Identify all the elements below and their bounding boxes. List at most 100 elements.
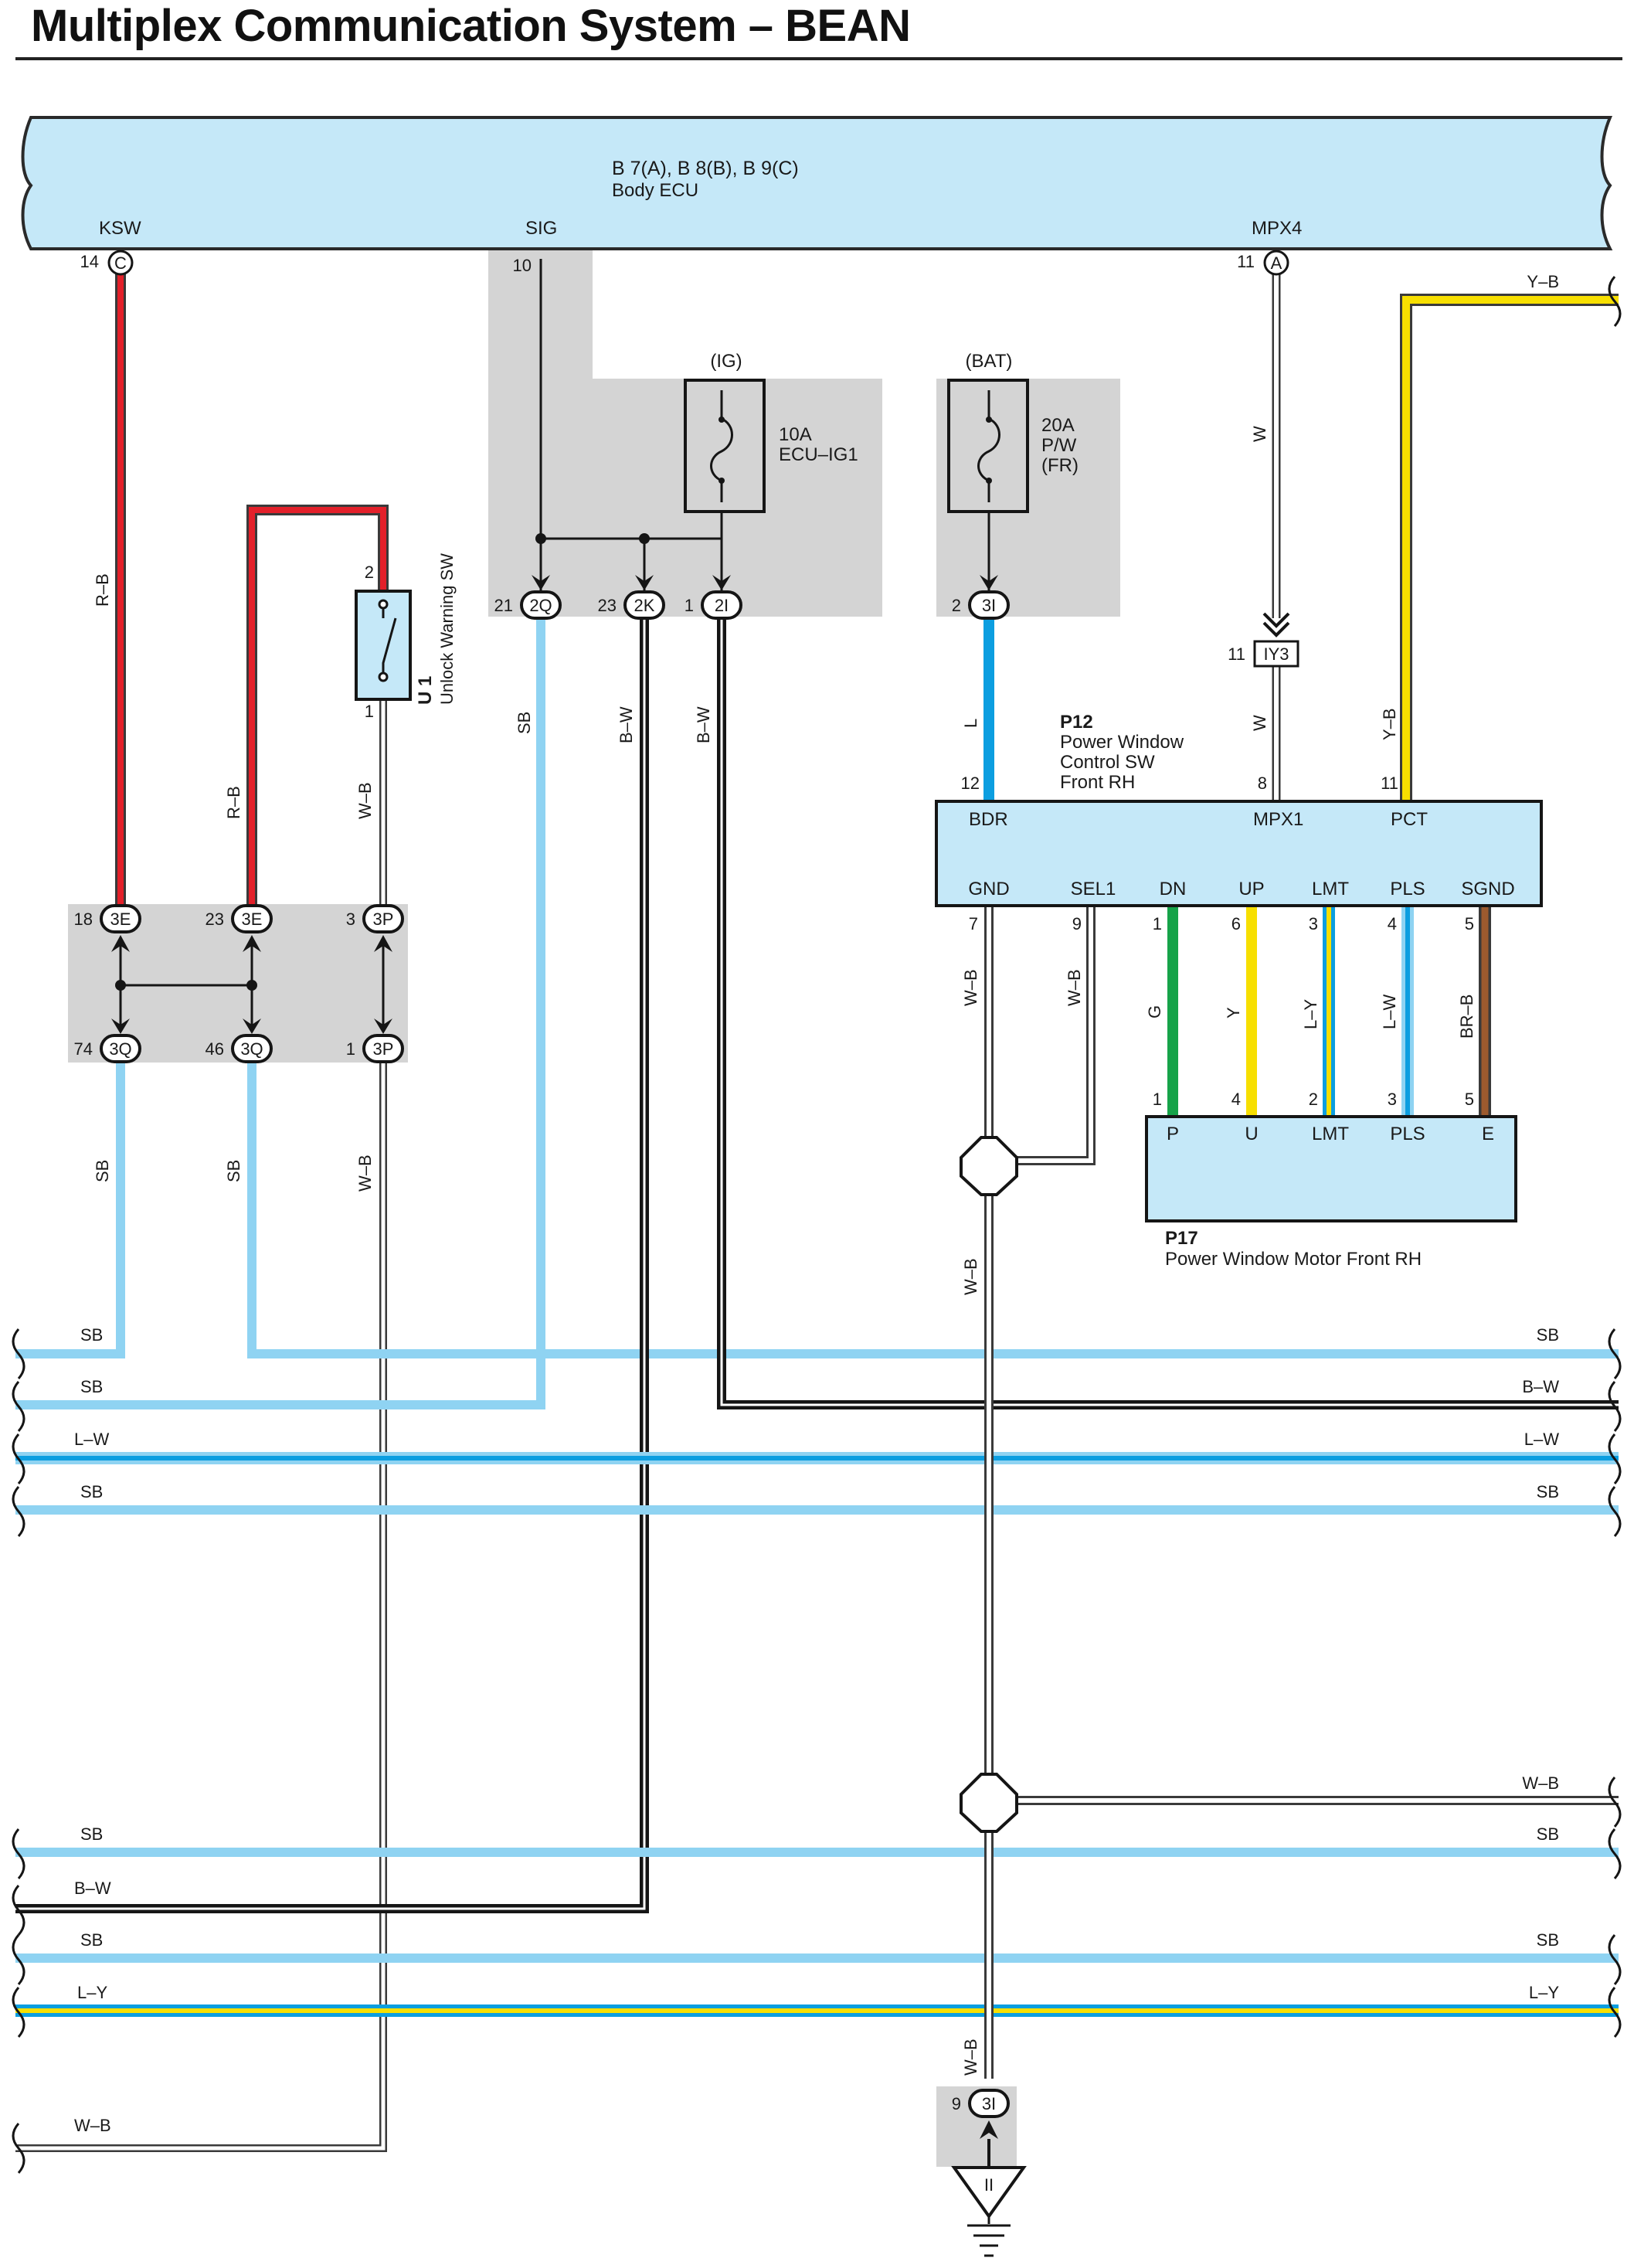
- p12-pin-bdr-label: BDR: [969, 809, 1008, 830]
- ecu-name: Body ECU: [612, 180, 698, 201]
- p12-pin-num: 8: [1258, 774, 1267, 793]
- ecu-banner: [21, 116, 1613, 250]
- inline-connector-icon: [1262, 612, 1290, 638]
- wire-break-icon: [12, 1328, 25, 1379]
- connector-3i-bot: [968, 2089, 1010, 2118]
- connector-arrow-icon: [111, 935, 130, 952]
- connector-2q: [520, 590, 562, 620]
- p12-pin-up-label: UP: [1238, 879, 1264, 899]
- p12-pin-num: 6: [1231, 914, 1241, 933]
- connector-3e-b: [231, 904, 273, 933]
- wire-y-b-pct: [1400, 294, 1619, 804]
- p12-pin-num: 11: [1381, 774, 1398, 793]
- connector-2k: [623, 590, 665, 620]
- wire-y-b-pct-core: [1402, 296, 1619, 804]
- junctions: [960, 1136, 1018, 1833]
- octagon-junction-lower: [960, 1773, 1018, 1833]
- p12-pin-num: 4: [1388, 914, 1397, 933]
- wire-break-icon: [1608, 1987, 1622, 2038]
- ecu-pin-ksw-num: 14: [80, 252, 99, 271]
- p12-pin-num: 12: [961, 774, 980, 793]
- wire-break-icon: [12, 2123, 25, 2174]
- p12-name-1: Power Window: [1060, 732, 1184, 753]
- wire-break-icon: [12, 1885, 25, 1936]
- wire-break-icon: [12, 1934, 25, 1985]
- wire-break-icon: [12, 1433, 25, 1484]
- fuse-bat: (BAT) 20A P/W (FR): [947, 351, 1079, 513]
- junction-dots: [115, 533, 650, 991]
- ecu-pin-ksw-conn: C: [114, 253, 127, 273]
- connector-2q-num: 21: [494, 596, 513, 615]
- switch-u1-id: U 1: [415, 676, 436, 705]
- p12-pin-lmt-label: LMT: [1312, 879, 1349, 899]
- connector-arrow-icon: [243, 935, 261, 952]
- connector-3q-a-code: 3Q: [109, 1039, 131, 1059]
- p12-pin-num: 9: [1072, 914, 1082, 933]
- edge-label-left: SB: [80, 1930, 103, 1950]
- fuse-ig-symbol: [710, 390, 733, 502]
- ecu-title: B 7(A), B 8(B), B 9(C): [612, 158, 799, 179]
- wire-r-b-switch: [246, 505, 389, 904]
- connector-3p-top-num: 3: [346, 910, 355, 929]
- p12-pin-num: 5: [1465, 914, 1474, 933]
- junction-dot: [246, 980, 257, 991]
- wire-label-r-b: R–B: [224, 786, 243, 819]
- p17-pin-p-label: P: [1167, 1124, 1179, 1144]
- fuse-bat-name-1: P/W: [1041, 435, 1077, 456]
- p12-pin-pct-label: PCT: [1391, 809, 1428, 830]
- p17-id: P17: [1165, 1228, 1198, 1249]
- connector-2k-num: 23: [598, 596, 617, 615]
- wires: [15, 259, 1619, 2152]
- edge-label-right: L–W: [1524, 1430, 1559, 1449]
- connector-arrow-icon: [374, 935, 392, 952]
- edge-label-left: SB: [80, 1824, 103, 1844]
- edge-label-left: L–W: [74, 1430, 109, 1449]
- wire-break-icon: [1608, 1777, 1622, 1828]
- fuse-ig-source: (IG): [710, 351, 742, 372]
- wire-label-r-b: R–B: [93, 573, 112, 607]
- edge-label-right: W–B: [1522, 1773, 1559, 1793]
- p12-pin-pls-label: PLS: [1390, 879, 1425, 899]
- fuse-ig: (IG) 10A ECU–IG1: [684, 351, 858, 513]
- vertical-wire-labels: R–B R–B W–B SB B–W B–W L W W Y–B W–B W–B…: [93, 426, 1476, 2076]
- unlock-warning-switch: 2 1 U 1 Unlock Warning SW: [355, 553, 457, 721]
- connector-3q-b-num: 46: [206, 1039, 224, 1059]
- fuse-bat-terminal: [986, 478, 992, 484]
- ground-icon: [967, 2216, 1011, 2257]
- connector-3i-bot-code: 3I: [982, 2094, 996, 2113]
- p17-box: [1145, 1115, 1517, 1222]
- p12-pin-dn-label: DN: [1160, 879, 1187, 899]
- connector-iy3: [1253, 640, 1299, 668]
- fuse-ig-rating: 10A: [779, 424, 812, 445]
- switch-symbol: [382, 608, 397, 673]
- edge-label-right: SB: [1537, 1824, 1559, 1844]
- wire-sb-2q: [15, 618, 545, 1409]
- wire-label-w-b: W–B: [961, 1258, 980, 1295]
- edge-label-right: SB: [1537, 1930, 1559, 1950]
- connector-3p-top: [362, 904, 404, 933]
- fuse-bat-name-2: (FR): [1041, 455, 1079, 476]
- wire-label-w-b: W–B: [961, 2038, 980, 2076]
- connector-3i-top-code: 3I: [982, 596, 996, 615]
- switch-u1-name: Unlock Warning SW: [437, 553, 457, 705]
- fuse-ig-name: ECU–IG1: [779, 444, 858, 465]
- p12-pin-sel1-label: SEL1: [1071, 879, 1116, 899]
- switch-u1-terminal: [378, 672, 389, 682]
- connector-3e-a-num: 18: [74, 910, 93, 929]
- wire-label-sb: SB: [93, 1160, 112, 1182]
- connector-3i-bot-num: 9: [952, 2094, 961, 2113]
- junction-dot: [115, 980, 126, 991]
- connector-arrow-icon: [111, 1018, 130, 1034]
- wire-label-br-b: BR–B: [1457, 995, 1476, 1039]
- connector-3p-bot-code: 3P: [373, 1039, 394, 1059]
- wire-break-icon: [1608, 1433, 1622, 1484]
- wire-w-b-sel1-core: [1004, 906, 1093, 1163]
- wire-break-icon: [1608, 1934, 1622, 1985]
- wire-break-icon: [12, 1828, 25, 1879]
- connector-3p-bot: [362, 1034, 404, 1063]
- connector-arrow-icon: [980, 2120, 998, 2139]
- edge-labels-right: Y–B SB B–W L–W SB W–B SB SB L–Y: [1522, 272, 1559, 2002]
- p12-pin-mpx1-label: MPX1: [1253, 809, 1303, 830]
- wire-sb-3q74: [15, 1060, 125, 1358]
